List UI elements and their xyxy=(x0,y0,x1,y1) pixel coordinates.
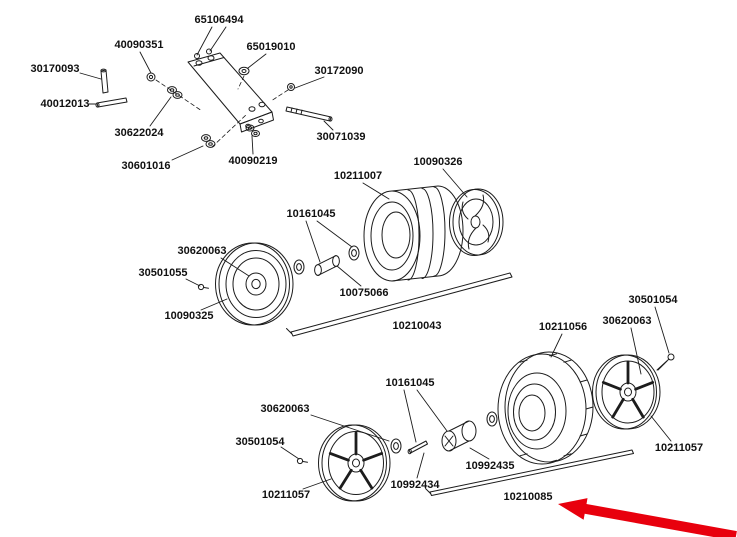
part-label-30620063-upper: 30620063 xyxy=(177,245,227,257)
part-label-10211057-left: 10211057 xyxy=(261,489,311,501)
axle-bracket-assembly xyxy=(95,48,333,148)
wheel-assembly-lower xyxy=(296,351,675,502)
pin-30170093 xyxy=(100,69,109,94)
pointer-arrow-shape xyxy=(558,498,737,537)
bolt-30501054-lower xyxy=(296,457,304,465)
part-label-30501055: 30501055 xyxy=(138,267,188,279)
part-label-30071039: 30071039 xyxy=(316,131,366,143)
axle-bar-10210085 xyxy=(429,449,634,496)
part-label-10992435: 10992435 xyxy=(465,460,515,472)
bearing-ring-lower-mid xyxy=(486,411,498,427)
part-label-30620063-right: 30620063 xyxy=(602,315,652,327)
part-label-30622024: 30622024 xyxy=(114,127,164,139)
bearing-ring-lower-left xyxy=(390,438,402,454)
part-label-10090325: 10090325 xyxy=(164,310,214,322)
washer-40090219 xyxy=(245,124,255,132)
part-label-30501054-right: 30501054 xyxy=(628,294,678,306)
part-label-10211057-right: 10211057 xyxy=(654,442,704,454)
axle-bar-10210043 xyxy=(290,272,513,337)
bracket-bolt-right xyxy=(206,48,212,55)
part-label-10211056: 10211056 xyxy=(538,321,588,333)
part-label-40090219: 40090219 xyxy=(228,155,278,167)
part-label-30172090: 30172090 xyxy=(314,65,364,77)
part-label-65106494: 65106494 xyxy=(194,14,244,26)
pointer-arrow xyxy=(558,498,737,537)
part-label-10161045-lower: 10161045 xyxy=(385,377,435,389)
wheel-assembly-upper xyxy=(197,185,513,337)
bracket-flange xyxy=(239,111,274,133)
part-label-65019010: 65019010 xyxy=(246,41,296,53)
bearing-ring-upper-2 xyxy=(348,245,360,261)
washer-65019010 xyxy=(238,66,250,76)
part-label-30170093: 30170093 xyxy=(30,63,80,75)
pin-40012013 xyxy=(96,97,128,108)
pin-10992434 xyxy=(408,440,428,454)
part-label-10211007: 10211007 xyxy=(333,170,383,182)
part-label-10075066: 10075066 xyxy=(339,287,389,299)
leader-lines xyxy=(79,26,672,490)
screw-30501054-right xyxy=(667,353,675,361)
part-label-40012013: 40012013 xyxy=(40,98,90,110)
part-label-40090351: 40090351 xyxy=(114,39,164,51)
bolt-30172090 xyxy=(287,83,295,91)
washer-30601016 xyxy=(201,134,211,142)
part-label-30501054-lower: 30501054 xyxy=(235,436,285,448)
part-label-10210085: 10210085 xyxy=(503,491,553,503)
part-label-10090326: 10090326 xyxy=(413,156,463,168)
part-label-10210043: 10210043 xyxy=(392,320,442,332)
part-label-30620063-lower: 30620063 xyxy=(260,403,310,415)
part-label-30601016: 30601016 xyxy=(121,160,171,172)
bearing-ring-upper xyxy=(293,259,305,275)
bolt-30501055 xyxy=(197,283,205,291)
bolt-40090351 xyxy=(146,72,156,82)
part-label-10161045-upper: 10161045 xyxy=(286,208,336,220)
part-label-10992434: 10992434 xyxy=(390,479,440,491)
washer-30622024 xyxy=(167,86,177,94)
bracket-bolt-left xyxy=(194,53,200,59)
